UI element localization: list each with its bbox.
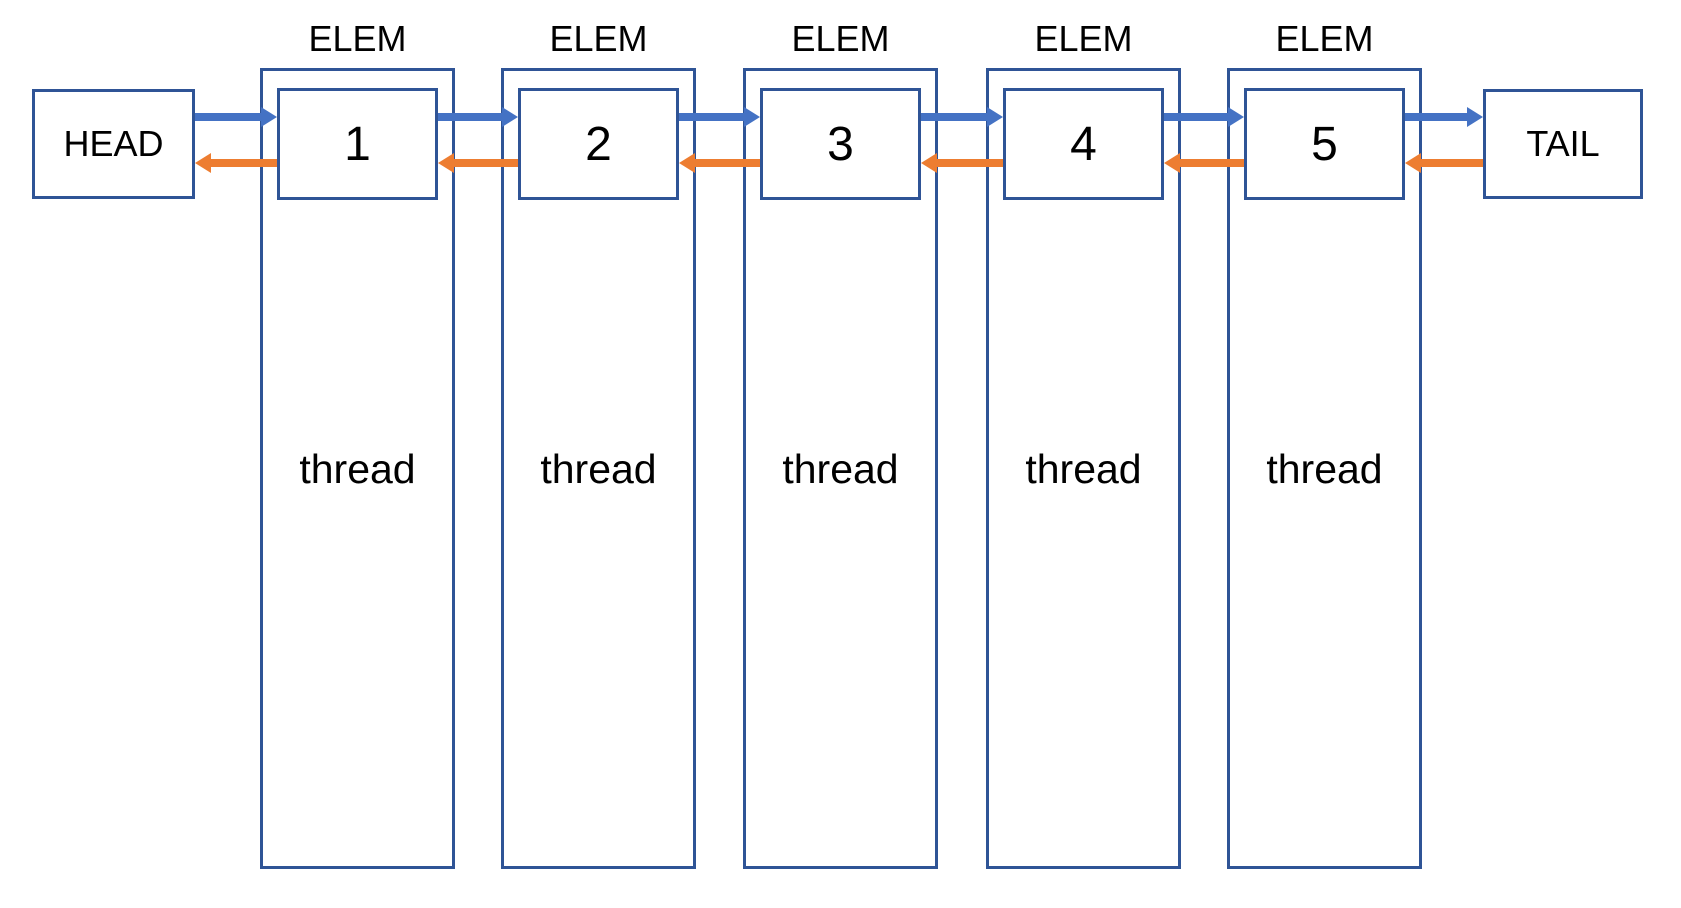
list-element: ELEM 4 thread (986, 0, 1181, 869)
element-node-box: 2 (518, 88, 679, 200)
arrow-shaft (921, 113, 990, 121)
arrow-shaft (692, 159, 760, 167)
list-element: ELEM 2 thread (501, 0, 696, 869)
list-element: ELEM 3 thread (743, 0, 938, 869)
element-node-box: 4 (1003, 88, 1164, 200)
element-title: ELEM (549, 18, 648, 59)
thread-label: thread (1025, 446, 1142, 492)
element-value: 5 (1311, 117, 1338, 171)
element-value: 4 (1070, 117, 1097, 171)
arrow-shaft (1405, 113, 1470, 121)
arrow-shaft (934, 159, 1003, 167)
tail-label: TAIL (1526, 123, 1600, 164)
arrow-shaft (679, 113, 747, 121)
arrow-shaft (438, 113, 505, 121)
thread-container-box (501, 68, 696, 869)
right-arrowhead-icon (1467, 107, 1483, 127)
element-value: 1 (344, 117, 371, 171)
element-value: 2 (585, 117, 612, 171)
right-arrowhead-icon (987, 107, 1003, 127)
arrow-shaft (1177, 159, 1244, 167)
thread-container-box (986, 68, 1181, 869)
left-arrowhead-icon (195, 153, 211, 173)
arrow-shaft (1164, 113, 1231, 121)
thread-container-box (743, 68, 938, 869)
head-node-box: HEAD (32, 89, 195, 199)
element-title: ELEM (1275, 18, 1374, 59)
element-node-box: 5 (1244, 88, 1405, 200)
head-label: HEAD (63, 123, 164, 164)
left-arrowhead-icon (1164, 153, 1180, 173)
element-node-box: 1 (277, 88, 438, 200)
arrow-shaft (1418, 159, 1483, 167)
right-arrowhead-icon (744, 107, 760, 127)
list-element: ELEM 1 thread (260, 0, 455, 869)
element-title: ELEM (1034, 18, 1133, 59)
left-arrowhead-icon (921, 153, 937, 173)
element-value: 3 (827, 117, 854, 171)
thread-label: thread (540, 446, 657, 492)
list-element: ELEM 5 thread (1227, 0, 1422, 869)
right-arrowhead-icon (1228, 107, 1244, 127)
thread-label: thread (299, 446, 416, 492)
right-arrowhead-icon (261, 107, 277, 127)
right-arrowhead-icon (502, 107, 518, 127)
thread-label: thread (1266, 446, 1383, 492)
thread-label: thread (782, 446, 899, 492)
arrow-shaft (451, 159, 518, 167)
arrow-shaft (195, 113, 264, 121)
thread-container-box (1227, 68, 1422, 869)
arrow-shaft (208, 159, 277, 167)
thread-container-box (260, 68, 455, 869)
element-title: ELEM (308, 18, 407, 59)
left-arrowhead-icon (1405, 153, 1421, 173)
element-title: ELEM (791, 18, 890, 59)
left-arrowhead-icon (438, 153, 454, 173)
tail-node-box: TAIL (1483, 89, 1643, 199)
left-arrowhead-icon (679, 153, 695, 173)
element-node-box: 3 (760, 88, 921, 200)
